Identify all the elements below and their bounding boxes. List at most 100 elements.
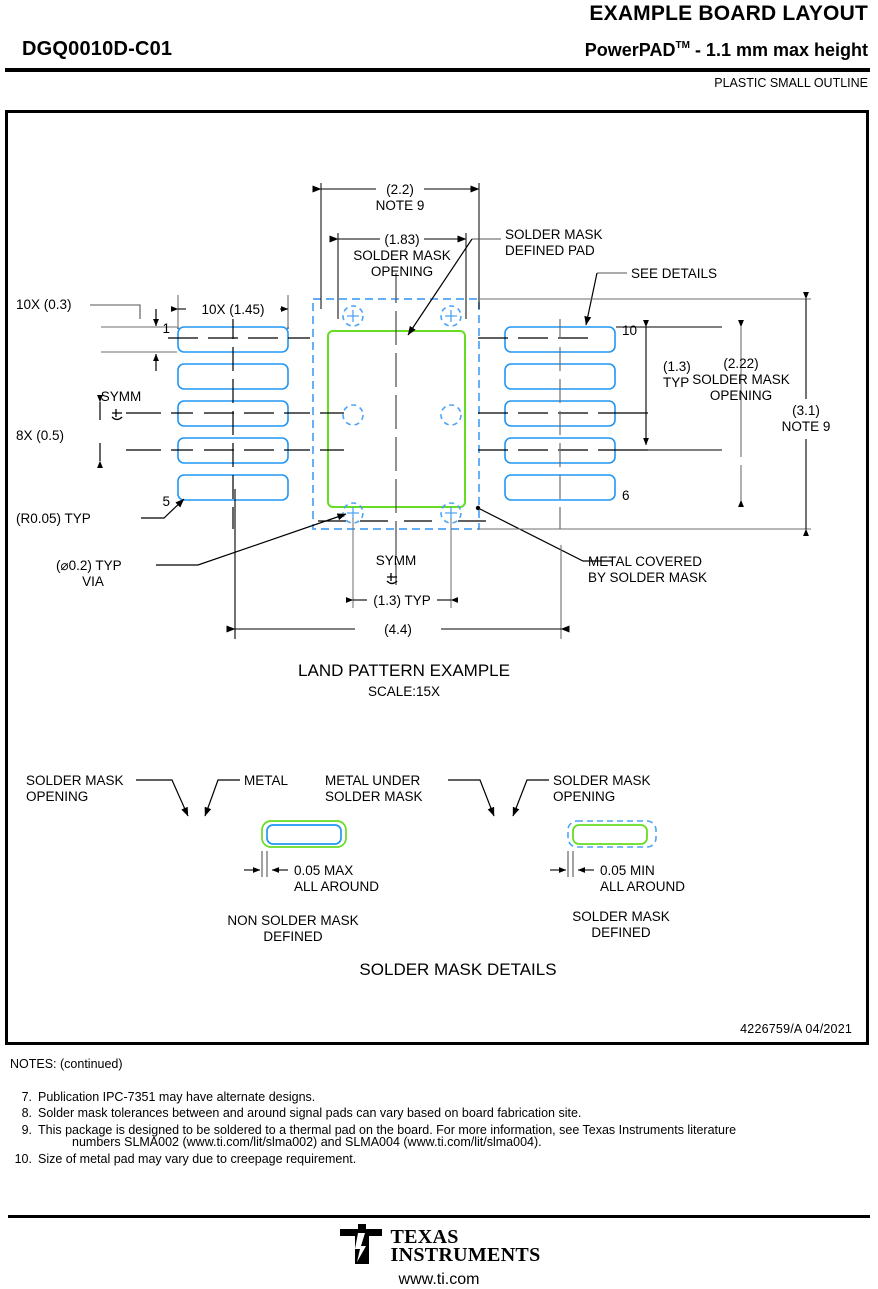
smd-metal-under-line1: METAL UNDER [325,773,421,788]
package-name: PowerPAD [584,40,676,60]
note-text: Solder mask tolerances between and aroun… [38,1106,582,1120]
part-number: DGQ0010D-C01 [22,38,173,60]
dim-3-1-note: NOTE 9 [782,419,831,434]
nsmd-opening-label-line2: OPENING [26,789,88,804]
notes-list: 7. Publication IPC-7351 may have alternat… [10,1089,736,1166]
symm-bottom-label: SYMM [376,553,417,568]
company-url: www.ti.com [398,1271,480,1288]
dim-4-4-value: (4.4) [384,622,412,637]
label-smd-line2: DEFINED PAD [505,243,595,258]
header-divider [5,68,870,72]
leader-r005: (R0.05) TYP [16,498,185,526]
dim-2-2: (2.2) NOTE 9 [312,182,480,213]
symm-left-marker: SYMM [101,389,142,421]
dim-r005-value: (R0.05) TYP [16,511,91,526]
nsmd-dim-line1: 0.05 MAX [294,863,353,878]
dim-1-83-line1: SOLDER MASK [353,248,451,263]
note-number: 7. [21,1089,32,1104]
note-number: 9. [21,1122,32,1137]
note-text: Size of metal pad may vary due to creepa… [38,1151,357,1166]
smd-opening-label-line1: SOLDER MASK [553,773,651,788]
solder-mask-details-caption: SOLDER MASK DETAILS [359,960,556,979]
land-pattern-scale: SCALE:15X [368,684,440,699]
symm-bottom-marker: SYMM [318,520,486,585]
dim-2-22-line1: SOLDER MASK [692,372,790,387]
package-height: - 1.1 mm max height [694,40,868,60]
dim-1-3-typ-horizontal: (1.3) TYP [345,518,459,608]
package-title: PowerPADTM - 1.1 mm max height [585,40,868,61]
symm-left-label: SYMM [101,389,142,404]
smd-dim-line2: ALL AROUND [600,879,685,894]
document-number: 4226759/A 04/2021 [740,1022,852,1036]
nsmd-metal-label: METAL [244,773,288,788]
dim-2-2-note: NOTE 9 [376,198,425,213]
pin-label-1: 1 [162,321,170,336]
dim-1-3-typ-vertical: (1.3) TYP [616,319,722,451]
dim-8x-0-5-value: 8X (0.5) [16,428,64,443]
leader-metal-covered: METAL COVERED BY SOLDER MASK [475,505,707,585]
dim-10x-1-45: 10X (1.45) [170,302,289,317]
smd-metal-under-line2: SOLDER MASK [325,789,423,804]
via-cross-tr0 [347,310,359,322]
smd-opening-label-line2: OPENING [553,789,615,804]
dim-via-line2: VIA [82,574,104,589]
note-number: 10. [14,1151,32,1166]
label-smd-line1: SOLDER MASK [505,227,603,242]
dim-2-2-value: (2.2) [386,182,414,197]
dim-1-3-typ-h-value: (1.3) TYP [373,593,431,608]
dim-2-22: (2.22) SOLDER MASK OPENING [692,319,790,508]
trademark-symbol: TM [675,40,690,51]
leader-via: (⌀0.2) TYP VIA [56,513,347,589]
via-mid-right [440,404,462,426]
centerline-group [126,337,648,451]
company-name: TEXAS INSTRUMENTS [390,1226,541,1266]
note-text-continued: numbers SLMA002 (www.ti.com/lit/slma002)… [72,1135,542,1149]
footer: TEXAS INSTRUMENTS www.ti.com [0,1224,878,1289]
nsmd-opening-label-line1: SOLDER MASK [26,773,124,788]
package-subtitle: PLASTIC SMALL OUTLINE [714,76,868,90]
via-mid-left [342,404,364,426]
smd-caption-line1: SOLDER MASK [572,909,670,924]
nsmd-metal-shape [266,824,342,845]
dim-4-4: (4.4) [226,489,570,639]
dim-10x-0-3: 10X (0.3) [16,297,177,371]
dim-1-83: (1.83) SOLDER MASK OPENING [329,232,467,279]
note-item: 7. Publication IPC-7351 may have alternat… [10,1089,736,1104]
leader-see-details: SEE DETAILS [584,266,717,326]
via-bot-right [440,502,462,524]
via-group [342,305,462,524]
note-item: 8. Solder mask tolerances between and aro… [10,1107,736,1120]
nsmd-caption-line1: NON SOLDER MASK [227,913,358,928]
via-cross-br [445,507,457,519]
leader-solder-mask-defined-pad: SOLDER MASK DEFINED PAD [407,227,603,336]
land-pattern-caption: LAND PATTERN EXAMPLE [298,661,510,680]
notes-section: NOTES: (continued) 7. Publication IPC-735… [10,1058,736,1169]
nsmd-dim-line2: ALL AROUND [294,879,379,894]
via-bot-left [342,502,364,524]
footer-divider [8,1215,870,1218]
dim-2-22-line2: OPENING [710,388,772,403]
pin-label-5: 5 [162,494,170,509]
company-line-2: INSTRUMENTS [390,1244,541,1266]
note-item: 10. Size of metal pad may vary due to cre… [10,1151,736,1166]
dim-3-1-value: (3.1) [792,403,820,418]
pin-label-6: 6 [622,488,630,503]
note-text: Publication IPC-7351 may have alternate … [38,1089,316,1104]
via-cross-tr [445,310,457,322]
label-metal-covered-line2: BY SOLDER MASK [588,570,707,585]
dim-10x-0-3-value: 10X (0.3) [16,297,72,312]
smd-caption-line2: DEFINED [591,925,651,940]
dim-10x-1-45-value: 10X (1.45) [201,302,264,317]
dim-1-3-value: (1.3) [663,359,691,374]
dim-8x-0-5: 8X (0.5) [16,394,103,469]
detail-solder-mask-defined: METAL UNDER SOLDER MASK SOLDER MASK OPEN… [325,773,685,940]
label-metal-covered-line1: METAL COVERED [588,554,702,569]
dim-via-line1: (⌀0.2) TYP [56,558,122,573]
notes-heading: NOTES: (continued) [10,1057,123,1071]
note-number: 8. [21,1106,32,1120]
dim-2-22-value: (2.22) [723,356,758,371]
texas-instruments-logo-icon [339,1224,382,1264]
page-title: EXAMPLE BOARD LAYOUT [589,2,868,25]
nsmd-caption-line2: DEFINED [263,929,323,944]
